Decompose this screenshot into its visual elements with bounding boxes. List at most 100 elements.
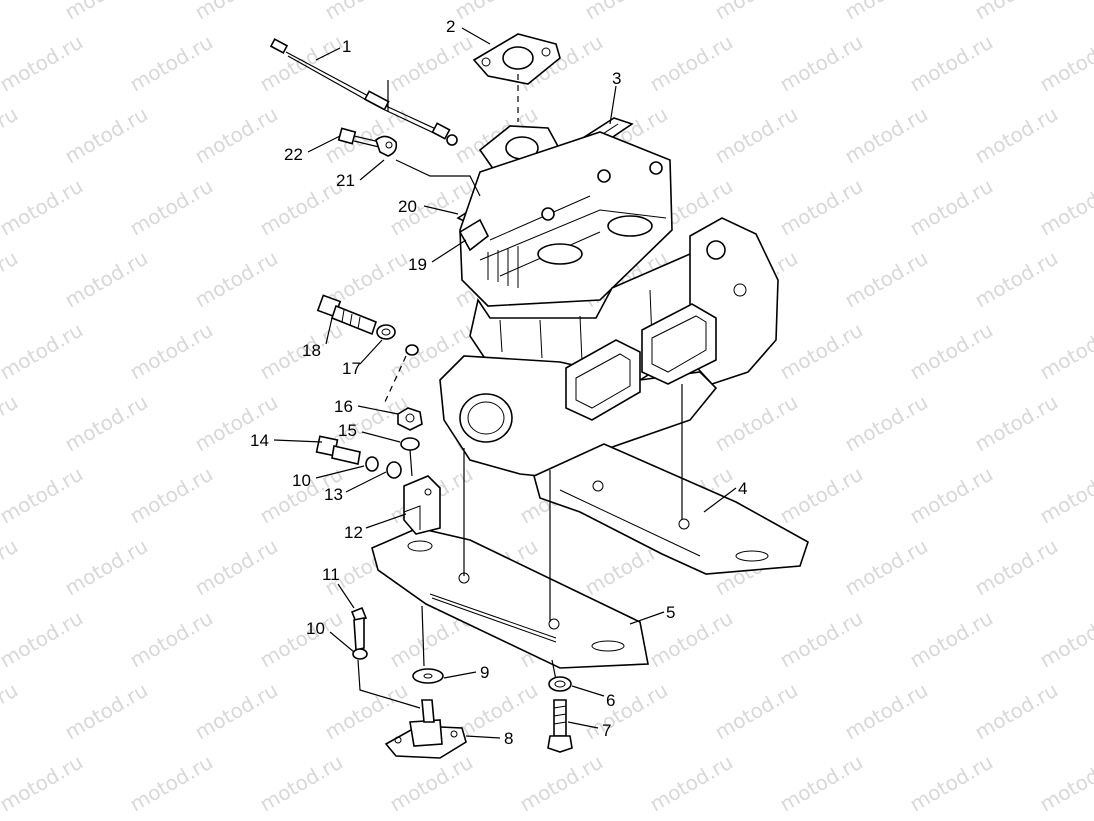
watermark-text: motod.ru: [906, 174, 997, 241]
callout-8: 8: [504, 729, 513, 748]
watermark-text: motod.ru: [0, 678, 22, 745]
part-14-bolt: [315, 435, 361, 465]
callout-11: 11: [322, 565, 340, 584]
part-15-washer: [400, 437, 420, 451]
callout-5: 5: [666, 603, 675, 622]
watermark-text: motod.ru: [711, 0, 802, 24]
callout-16: 16: [334, 397, 353, 416]
watermark-text: motod.ru: [0, 462, 87, 529]
watermark-text: motod.ru: [646, 750, 737, 817]
watermark-text: motod.ru: [386, 30, 477, 97]
part-9-washer: [412, 668, 444, 684]
callout-10-upper: 10: [292, 471, 311, 490]
watermark-text: motod.ru: [776, 318, 867, 385]
callout-14: 14: [250, 431, 269, 450]
watermark-text: motod.ru: [191, 102, 282, 169]
watermark-text: motod.ru: [61, 534, 152, 601]
watermark-text: motod.ru: [711, 102, 802, 169]
watermark-text: motod.ru: [646, 30, 737, 97]
part-8-engine-mount: [384, 699, 467, 759]
watermark-text: motod.ru: [256, 174, 347, 241]
watermark-text: motod.ru: [0, 390, 22, 457]
watermark-text: motod.ru: [516, 750, 607, 817]
watermark-text: motod.ru: [191, 678, 282, 745]
part-10-washer-upper: [365, 456, 379, 472]
watermark-text: motod.ru: [451, 0, 542, 24]
watermark-text: motod.ru: [1036, 30, 1094, 97]
watermark-text: motod.ru: [906, 318, 997, 385]
watermark-text: motod.ru: [841, 534, 932, 601]
part-18-bolt: [316, 294, 377, 336]
part-2-gasket: [472, 33, 561, 85]
part-4-mounting-plate: [533, 443, 809, 575]
watermark-text: motod.ru: [841, 0, 932, 24]
watermark-text: motod.ru: [0, 246, 22, 313]
callout-15: 15: [338, 421, 357, 440]
callout-19: 19: [408, 255, 427, 274]
callout-1: 1: [342, 37, 351, 56]
watermark-text: motod.ru: [0, 318, 87, 385]
watermark-text: motod.ru: [906, 30, 997, 97]
watermark-text: motod.ru: [906, 750, 997, 817]
callout-10-lower: 10: [306, 619, 325, 638]
part-7-bolt: [547, 699, 573, 753]
callout-20: 20: [398, 197, 417, 216]
watermark-text: motod.ru: [841, 246, 932, 313]
watermark-text: motod.ru: [711, 678, 802, 745]
watermark-text: motod.ru: [581, 678, 672, 745]
watermark-text: motod.ru: [841, 678, 932, 745]
watermark-text: motod.ru: [776, 750, 867, 817]
watermark-text: motod.ru: [841, 390, 932, 457]
watermark-text: motod.ru: [971, 534, 1062, 601]
watermark-text: motod.ru: [61, 390, 152, 457]
watermark-text: motod.ru: [126, 318, 217, 385]
watermark-text: motod.ru: [1036, 318, 1094, 385]
callout-labels: 1 2 3 4 5 6 7 8 9 10 10 11 12 13 14 15 1…: [250, 17, 747, 748]
watermark-text: motod.ru: [256, 606, 347, 673]
watermark-text: motod.ru: [971, 0, 1062, 24]
callout-6: 6: [606, 691, 615, 710]
watermark-text: motod.ru: [0, 0, 22, 24]
watermark-text: motod.ru: [61, 0, 152, 24]
watermark-text: motod.ru: [61, 678, 152, 745]
callout-12: 12: [344, 523, 363, 542]
watermark-text: motod.ru: [0, 30, 87, 97]
watermark-text: motod.ru: [971, 678, 1062, 745]
callout-17: 17: [342, 359, 361, 378]
part-13-washer: [386, 461, 402, 479]
watermark-text: motod.ru: [776, 462, 867, 529]
watermark-text: motod.ru: [61, 102, 152, 169]
watermark-text: motod.ru: [126, 30, 217, 97]
watermark-text: motod.ru: [1036, 174, 1094, 241]
part-11-bolt: [350, 606, 368, 652]
watermark-text: motod.ru: [971, 390, 1062, 457]
part-17-washer: [376, 324, 396, 340]
callout-7: 7: [602, 721, 611, 740]
callout-21: 21: [336, 171, 355, 190]
watermark-text: motod.ru: [971, 102, 1062, 169]
callout-22: 22: [284, 145, 303, 164]
part-6-washer: [548, 676, 572, 692]
watermark-text: motod.ru: [321, 0, 412, 24]
watermark-text: motod.ru: [126, 750, 217, 817]
watermark-text: motod.ru: [581, 0, 672, 24]
watermark-text: motod.ru: [776, 174, 867, 241]
watermark-text: motod.ru: [126, 606, 217, 673]
part-17-lower-bracket: [405, 344, 419, 356]
watermark-text: motod.ru: [0, 750, 87, 817]
callout-13: 13: [324, 485, 343, 504]
watermark-text: motod.ru: [711, 390, 802, 457]
callout-leaders: [273, 27, 737, 739]
watermark-text: motod.ru: [126, 174, 217, 241]
engine-block: [439, 117, 779, 479]
part-10-washer-lower: [352, 648, 368, 660]
watermark-text: motod.ru: [126, 462, 217, 529]
watermark-text: motod.ru: [0, 174, 87, 241]
watermark-text: motod.ru: [971, 246, 1062, 313]
callout-2: 2: [446, 17, 455, 36]
callout-18: 18: [302, 341, 321, 360]
watermark-text: motod.ru: [906, 606, 997, 673]
watermark-text: motod.ru: [0, 534, 22, 601]
watermark-text: motod.ru: [61, 246, 152, 313]
